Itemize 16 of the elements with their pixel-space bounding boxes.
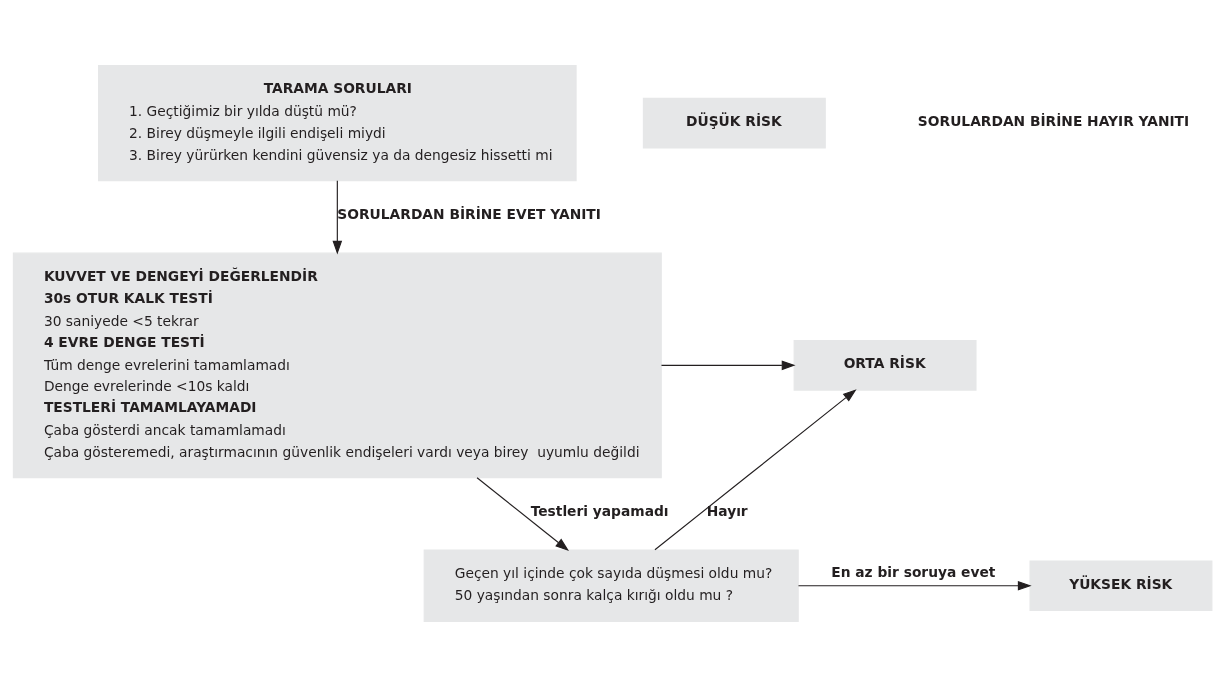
edge-label: En az bir soruya evet xyxy=(831,563,996,580)
node-box: YÜKSEK RİSK xyxy=(1029,559,1213,611)
arrow xyxy=(660,360,796,370)
node-box: Geçen yıl içinde çok sayıda düşmesi oldu mu? 50 yaşından sonra kalça kırığı oldu mu ? xyxy=(423,548,799,622)
arrow xyxy=(332,179,343,255)
edge-label: Hayır xyxy=(706,502,748,519)
edge-label: SORULARDAN BİRİNE EVET YANITI xyxy=(337,205,601,222)
label: SORULARDAN BİRİNE HAYIR YANITI xyxy=(917,112,1190,129)
arrow xyxy=(654,388,857,550)
arrow xyxy=(797,580,1032,591)
edge-label: Testleri yapamadı xyxy=(530,502,669,519)
node-box: KUVVET VE DENGEYİ DEĞERLENDİR 30s OTUR KALK TESTİ 30 saniyede <5 tekrar 4 EVRE DENGE TESTİ Tüm denge evrelerini tamamlamadı Denge evrelerinde <10s kaldı TESTLERİ TAMAMLAYAMADI Çaba gösterdi ancak tamamlamadı Çaba gösteremedi, araştırmacının güvenlik endişeleri vardı veya birey uyumlu değildi xyxy=(12,252,662,478)
arrow xyxy=(476,476,570,551)
node-box: ORTA RİSK xyxy=(793,339,977,391)
node-box: DÜŞÜK RİSK xyxy=(642,97,826,148)
node-box: TARAMA SORULARI 1. Geçtiğimiz bir yılda düştü mü? 2. Birey düşmeyle ilgili endişeli miydi 3. Birey yürürken kendini güvensiz ya da dengesiz hissetti mi xyxy=(98,64,577,181)
